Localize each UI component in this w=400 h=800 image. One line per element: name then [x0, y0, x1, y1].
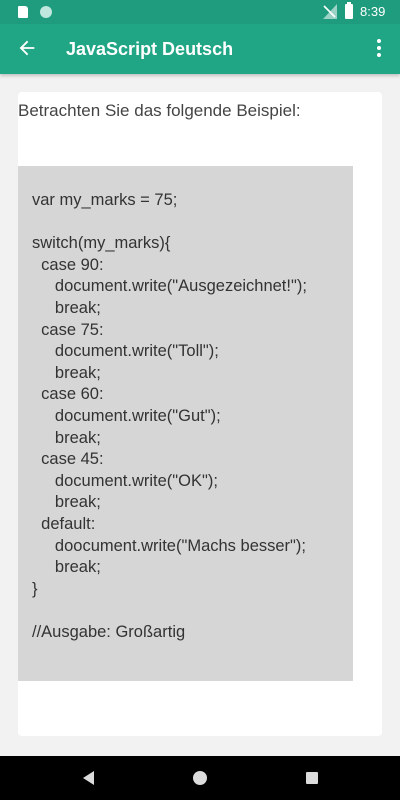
status-bar: 8:39 — [0, 0, 400, 24]
code-line: case 75: — [32, 320, 104, 339]
code-line: default: — [32, 514, 96, 533]
code-line: break; — [32, 493, 101, 512]
code-line: break; — [32, 363, 101, 382]
intro-text: Betrachten Sie das folgende Beispiel: — [18, 101, 301, 120]
more-vert-icon[interactable] — [368, 36, 390, 60]
notification-dot-icon — [40, 6, 52, 18]
signal-off-icon — [323, 4, 337, 19]
app-bar: JavaScript Deutsch — [0, 24, 400, 74]
code-line: } — [32, 579, 38, 598]
code-line: //Ausgabe: Großartig — [32, 622, 186, 641]
code-line: case 60: — [32, 385, 104, 404]
code-line: document.write("Toll"); — [32, 342, 219, 361]
code-line: document.write("Ausgezeichnet!"); — [32, 277, 307, 296]
app-title: JavaScript Deutsch — [66, 39, 234, 59]
sd-card-icon — [18, 6, 28, 18]
code-line: switch(my_marks){ — [32, 234, 171, 253]
system-nav-bar — [0, 756, 400, 800]
code-line: document.write("OK"); — [32, 471, 218, 490]
home-circle-icon[interactable] — [193, 771, 207, 785]
code-line: case 45: — [32, 450, 104, 469]
code-line: break; — [32, 558, 101, 577]
back-triangle-icon[interactable] — [82, 770, 96, 786]
code-block: var my_marks = 75; switch(my_marks){ cas… — [18, 166, 353, 681]
code-line: doocument.write("Machs besser"); — [32, 536, 306, 555]
code-line: case 90: — [32, 255, 104, 274]
code-line: var my_marks = 75; — [32, 191, 178, 209]
code-line: break; — [32, 428, 101, 447]
code-line: break; — [32, 298, 101, 317]
recents-square-icon[interactable] — [306, 772, 318, 784]
code-text: var my_marks = 75; switch(my_marks){ cas… — [32, 190, 307, 643]
battery-icon — [345, 2, 353, 19]
status-time: 8:39 — [360, 4, 386, 19]
code-line: document.write("Gut"); — [32, 406, 221, 425]
back-arrow-icon[interactable] — [16, 37, 38, 59]
